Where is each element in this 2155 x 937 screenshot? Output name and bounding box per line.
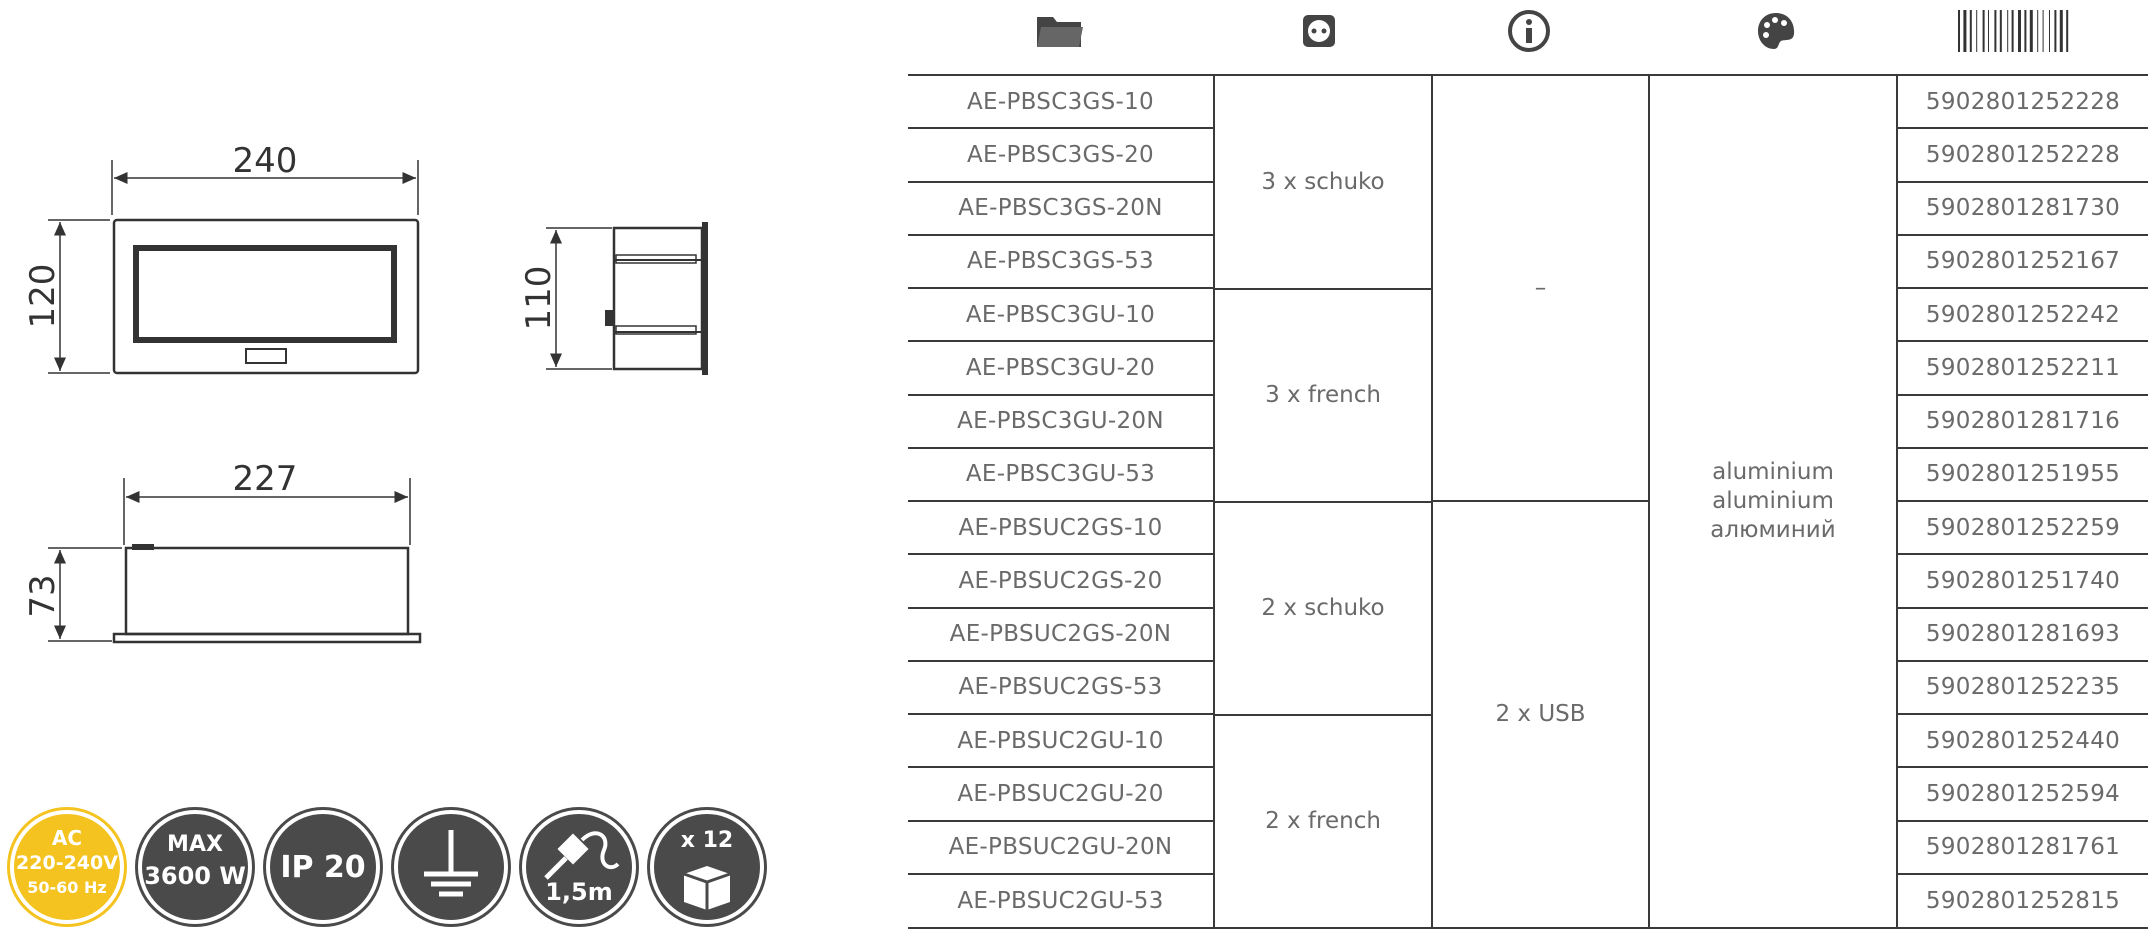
model-cell: AE-PBSUC2GS-10 <box>908 502 1213 556</box>
model-cell: AE-PBSC3GU-20N <box>908 396 1213 449</box>
top-frame <box>112 218 420 375</box>
ground-badge <box>394 810 508 924</box>
material-line: aluminium <box>1712 488 1834 514</box>
package-quantity-label: x 12 <box>680 828 734 853</box>
bottom-height-dimension: 73 <box>23 574 63 617</box>
socket-type-value: 3 x schuko <box>1261 169 1385 195</box>
model-cell: AE-PBSUC2GS-20N <box>908 609 1213 662</box>
ground-icon <box>424 830 478 897</box>
ip-rating-label: IP 20 <box>280 850 366 885</box>
model-cell: AE-PBSC3GU-20 <box>908 342 1213 396</box>
table-bottom-rule <box>908 927 2148 929</box>
voltage-badge-ac: AC <box>51 826 83 850</box>
model-cell: AE-PBSC3GS-10 <box>908 76 1213 130</box>
model-cell: AE-PBSUC2GS-20 <box>908 555 1213 609</box>
ean-cell: 5902801252228 <box>1898 129 2148 183</box>
ean-cell: 5902801251955 <box>1898 449 2148 502</box>
ean-cell: 5902801281730 <box>1898 183 2148 236</box>
material-line: алюминий <box>1710 517 1836 543</box>
model-cell: AE-PBSUC2GU-10 <box>908 715 1213 769</box>
ean-cell: 5902801281761 <box>1898 822 2148 875</box>
ean-cell: 5902801281693 <box>1898 609 2148 662</box>
model-cell: AE-PBSC3GS-53 <box>908 236 1213 289</box>
power-badge-watts: 3600 W <box>144 862 246 890</box>
ean-cell: 5902801252242 <box>1898 289 2148 343</box>
ean-cell: 5902801252228 <box>1898 76 2148 130</box>
socket-type-value: 2 x french <box>1265 808 1381 834</box>
socket-type-cell: 2 x schuko <box>1215 502 1431 715</box>
ean-cell: 5902801252815 <box>1925 888 2121 915</box>
top-height-dimension: 120 <box>23 264 63 329</box>
palette-icon <box>1751 6 1801 56</box>
bottom-flange <box>112 632 422 644</box>
model-cell: AE-PBSUC2GS-53 <box>908 662 1213 715</box>
side-height-dimension: 110 <box>519 266 559 331</box>
socket-icon <box>1294 6 1344 56</box>
socket-group-divider <box>1215 501 1431 503</box>
bottom-view-drawing: 227 73 <box>23 459 422 644</box>
cable-length-badge: 1,5m <box>522 810 636 924</box>
column-divider <box>1896 75 1898 928</box>
column-divider <box>1213 75 1215 928</box>
model-cell: AE-PBSC3GS-20N <box>908 183 1213 236</box>
barcode-icon <box>1954 6 2098 56</box>
info-value: 2 x USB <box>1495 701 1586 727</box>
voltage-badge-range: 220-240V <box>16 852 118 874</box>
top-button <box>245 348 287 364</box>
socket-group-divider <box>1215 714 1431 716</box>
power-badge: MAX 3600 W <box>138 810 252 924</box>
top-lid <box>133 245 397 343</box>
socket-type-value: 2 x schuko <box>1261 595 1385 621</box>
socket-type-cell: 3 x french <box>1215 289 1431 502</box>
ean-cell: 5902801251740 <box>1898 555 2148 609</box>
socket-type-value: 3 x french <box>1265 382 1381 408</box>
model-cell: AE-PBSUC2GU-20N <box>908 822 1213 875</box>
voltage-badge: AC 220-240V 50-60 Hz <box>10 810 124 924</box>
technical-drawings: 240 120 110 227 73 <box>23 141 708 644</box>
ean-cell: 5902801252167 <box>1898 236 2148 289</box>
info-cell-usb: 2 x USB <box>1433 502 1648 927</box>
ean-cell: 5902801252235 <box>1898 662 2148 715</box>
table-header-rule <box>908 74 2148 76</box>
ean-cell: 5902801252440 <box>1898 715 2148 769</box>
column-divider <box>1431 75 1433 928</box>
plug-cable-icon <box>544 831 620 880</box>
side-body <box>612 226 704 371</box>
top-view-drawing: 240 120 <box>23 141 420 375</box>
bottom-width-dimension: 227 <box>233 459 298 499</box>
side-view-drawing: 110 <box>519 222 708 375</box>
cable-length-label: 1,5m <box>545 878 613 906</box>
folder-icon <box>1030 6 1090 56</box>
info-cell-none: – <box>1433 76 1648 500</box>
model-cell: AE-PBSC3GU-53 <box>908 449 1213 502</box>
info-icon <box>1504 6 1554 56</box>
model-cell: AE-PBSUC2GU-20 <box>908 768 1213 822</box>
socket-type-cell: 3 x schuko <box>1215 76 1431 289</box>
top-width-dimension: 240 <box>233 141 298 181</box>
column-divider <box>1648 75 1650 928</box>
ean-cell: 5902801252211 <box>1898 342 2148 396</box>
socket-group-divider <box>1215 288 1431 290</box>
model-cell: AE-PBSC3GS-20 <box>908 129 1213 183</box>
ean-cell: 5902801252259 <box>1898 502 2148 556</box>
bottom-body <box>124 546 410 636</box>
material-cell: aluminium aluminium алюминий <box>1650 76 1896 927</box>
side-flange <box>702 222 708 375</box>
ip-rating-badge: IP 20 <box>266 810 380 924</box>
socket-type-cell: 2 x french <box>1215 715 1431 928</box>
material-line: aluminium <box>1712 459 1834 485</box>
model-cell: AE-PBSC3GU-10 <box>908 289 1213 343</box>
package-quantity-badge: x 12 <box>650 810 764 924</box>
info-value: – <box>1534 274 1547 301</box>
power-badge-max: MAX <box>167 832 223 857</box>
info-group-divider <box>1433 500 1648 502</box>
model-cell: AE-PBSUC2GU-53 <box>957 888 1164 915</box>
box-icon <box>683 866 731 910</box>
ean-cell: 5902801252594 <box>1898 768 2148 822</box>
voltage-badge-frequency: 50-60 Hz <box>27 878 107 897</box>
ean-cell: 5902801281716 <box>1898 396 2148 449</box>
